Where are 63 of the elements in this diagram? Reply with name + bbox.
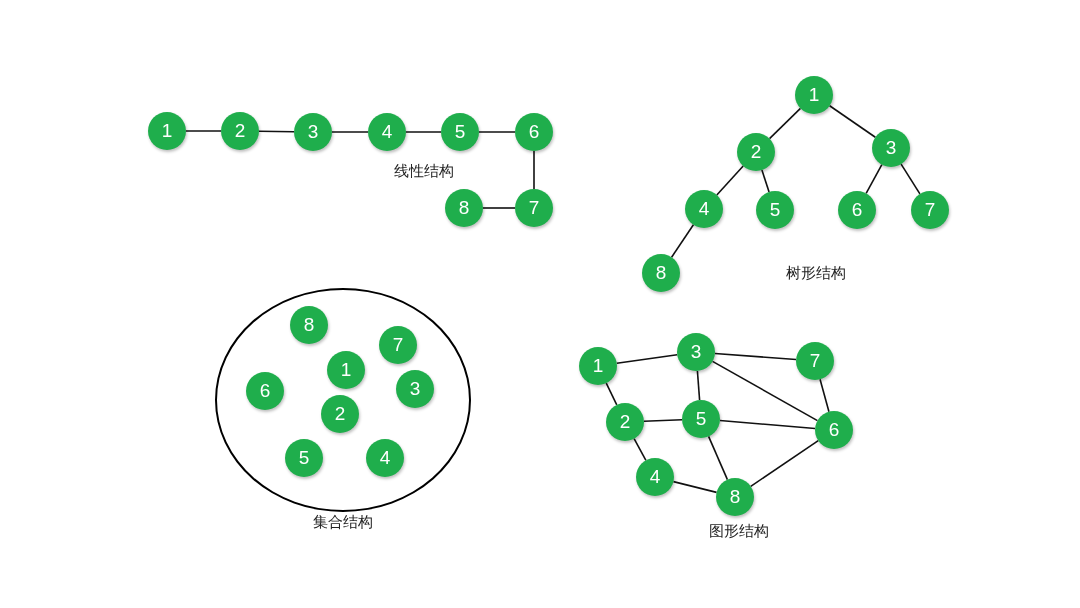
node-circle: 6 bbox=[838, 191, 876, 229]
set-ellipse bbox=[215, 288, 471, 512]
connector-line bbox=[533, 150, 535, 190]
node-circle: 2 bbox=[321, 395, 359, 433]
connector-line bbox=[616, 353, 678, 365]
connector-line bbox=[707, 435, 729, 481]
connector-line bbox=[711, 360, 819, 422]
node-circle: 6 bbox=[246, 372, 284, 410]
node-circle: 8 bbox=[445, 189, 483, 227]
connector-line bbox=[865, 163, 883, 195]
connector-line bbox=[819, 378, 830, 413]
structure-caption: 图形结构 bbox=[709, 522, 769, 541]
node-circle: 2 bbox=[737, 133, 775, 171]
connector-line bbox=[719, 419, 816, 430]
structure-caption: 集合结构 bbox=[313, 513, 373, 532]
connector-line bbox=[605, 382, 618, 406]
connector-line bbox=[696, 370, 701, 401]
node-circle: 7 bbox=[515, 189, 553, 227]
connector-line bbox=[749, 439, 820, 488]
connector-line bbox=[405, 131, 442, 133]
node-circle: 3 bbox=[396, 370, 434, 408]
node-circle: 5 bbox=[441, 113, 479, 151]
node-circle: 2 bbox=[606, 403, 644, 441]
node-circle: 4 bbox=[366, 439, 404, 477]
node-circle: 5 bbox=[285, 439, 323, 477]
connector-line bbox=[478, 131, 516, 133]
node-circle: 8 bbox=[716, 478, 754, 516]
connector-line bbox=[258, 130, 295, 133]
structure-caption: 线性结构 bbox=[394, 162, 454, 181]
node-circle: 5 bbox=[756, 191, 794, 229]
node-circle: 8 bbox=[290, 306, 328, 344]
connector-line bbox=[185, 130, 222, 132]
connector-line bbox=[714, 352, 797, 361]
node-circle: 7 bbox=[379, 326, 417, 364]
node-circle: 6 bbox=[515, 113, 553, 151]
connector-line bbox=[633, 437, 647, 462]
node-circle: 3 bbox=[872, 129, 910, 167]
node-circle: 4 bbox=[636, 458, 674, 496]
node-circle: 1 bbox=[579, 347, 617, 385]
connector-line bbox=[828, 104, 877, 139]
node-circle: 3 bbox=[677, 333, 715, 371]
connector-line bbox=[768, 107, 802, 140]
connector-line bbox=[482, 207, 516, 209]
node-circle: 1 bbox=[327, 351, 365, 389]
node-circle: 1 bbox=[795, 76, 833, 114]
connector-line bbox=[716, 165, 744, 196]
connector-line bbox=[761, 169, 770, 193]
connector-line bbox=[672, 480, 718, 494]
node-circle: 6 bbox=[815, 411, 853, 449]
node-circle: 8 bbox=[642, 254, 680, 292]
structure-caption: 树形结构 bbox=[786, 264, 846, 283]
connector-line bbox=[900, 163, 921, 195]
node-circle: 7 bbox=[911, 191, 949, 229]
node-circle: 4 bbox=[685, 190, 723, 228]
connector-line bbox=[331, 131, 369, 133]
node-circle: 4 bbox=[368, 113, 406, 151]
node-circle: 3 bbox=[294, 113, 332, 151]
node-circle: 7 bbox=[796, 342, 834, 380]
node-circle: 1 bbox=[148, 112, 186, 150]
connector-line bbox=[643, 418, 683, 423]
connector-line bbox=[670, 223, 695, 259]
node-circle: 2 bbox=[221, 112, 259, 150]
node-circle: 5 bbox=[682, 400, 720, 438]
